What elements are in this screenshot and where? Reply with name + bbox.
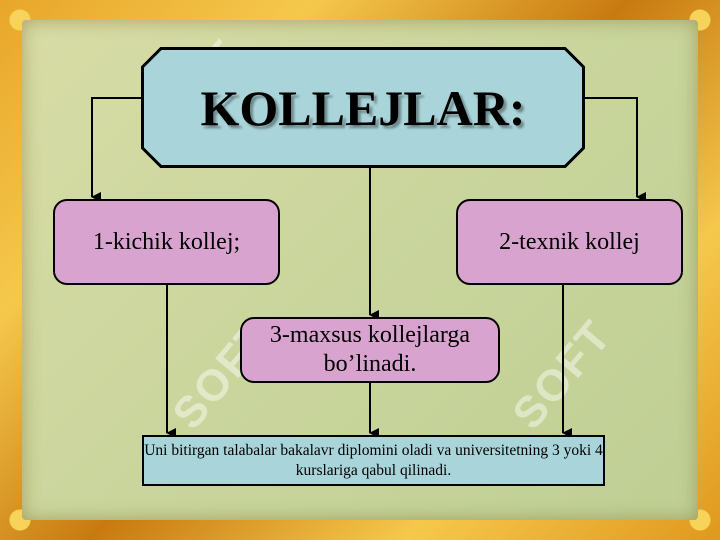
technical-college-label: 2-texnik kollej: [499, 228, 640, 255]
arrow-title-to-technical: [585, 97, 646, 202]
title-box-border: [141, 47, 585, 168]
small-college-box: 1-kichik kollej;: [53, 199, 280, 285]
graduation-info-box: Uni bitirgan talabalar bakalavr diplomin…: [142, 435, 605, 486]
small-college-label: 1-kichik kollej;: [92, 228, 241, 255]
graduation-info-text: Uni bitirgan talabalar bakalavr diplomin…: [144, 442, 603, 479]
arrow-title-to-small: [91, 97, 141, 202]
special-college-label: 3-maxsus kollejlarga bo’linadi.: [269, 322, 471, 377]
special-college-box: 3-maxsus kollejlarga bo’linadi.: [240, 317, 500, 383]
title-text: KOLLEJLAR:: [200, 79, 526, 136]
title-box: KOLLEJLAR:: [141, 47, 585, 168]
technical-college-box: 2-texnik kollej: [456, 199, 683, 285]
